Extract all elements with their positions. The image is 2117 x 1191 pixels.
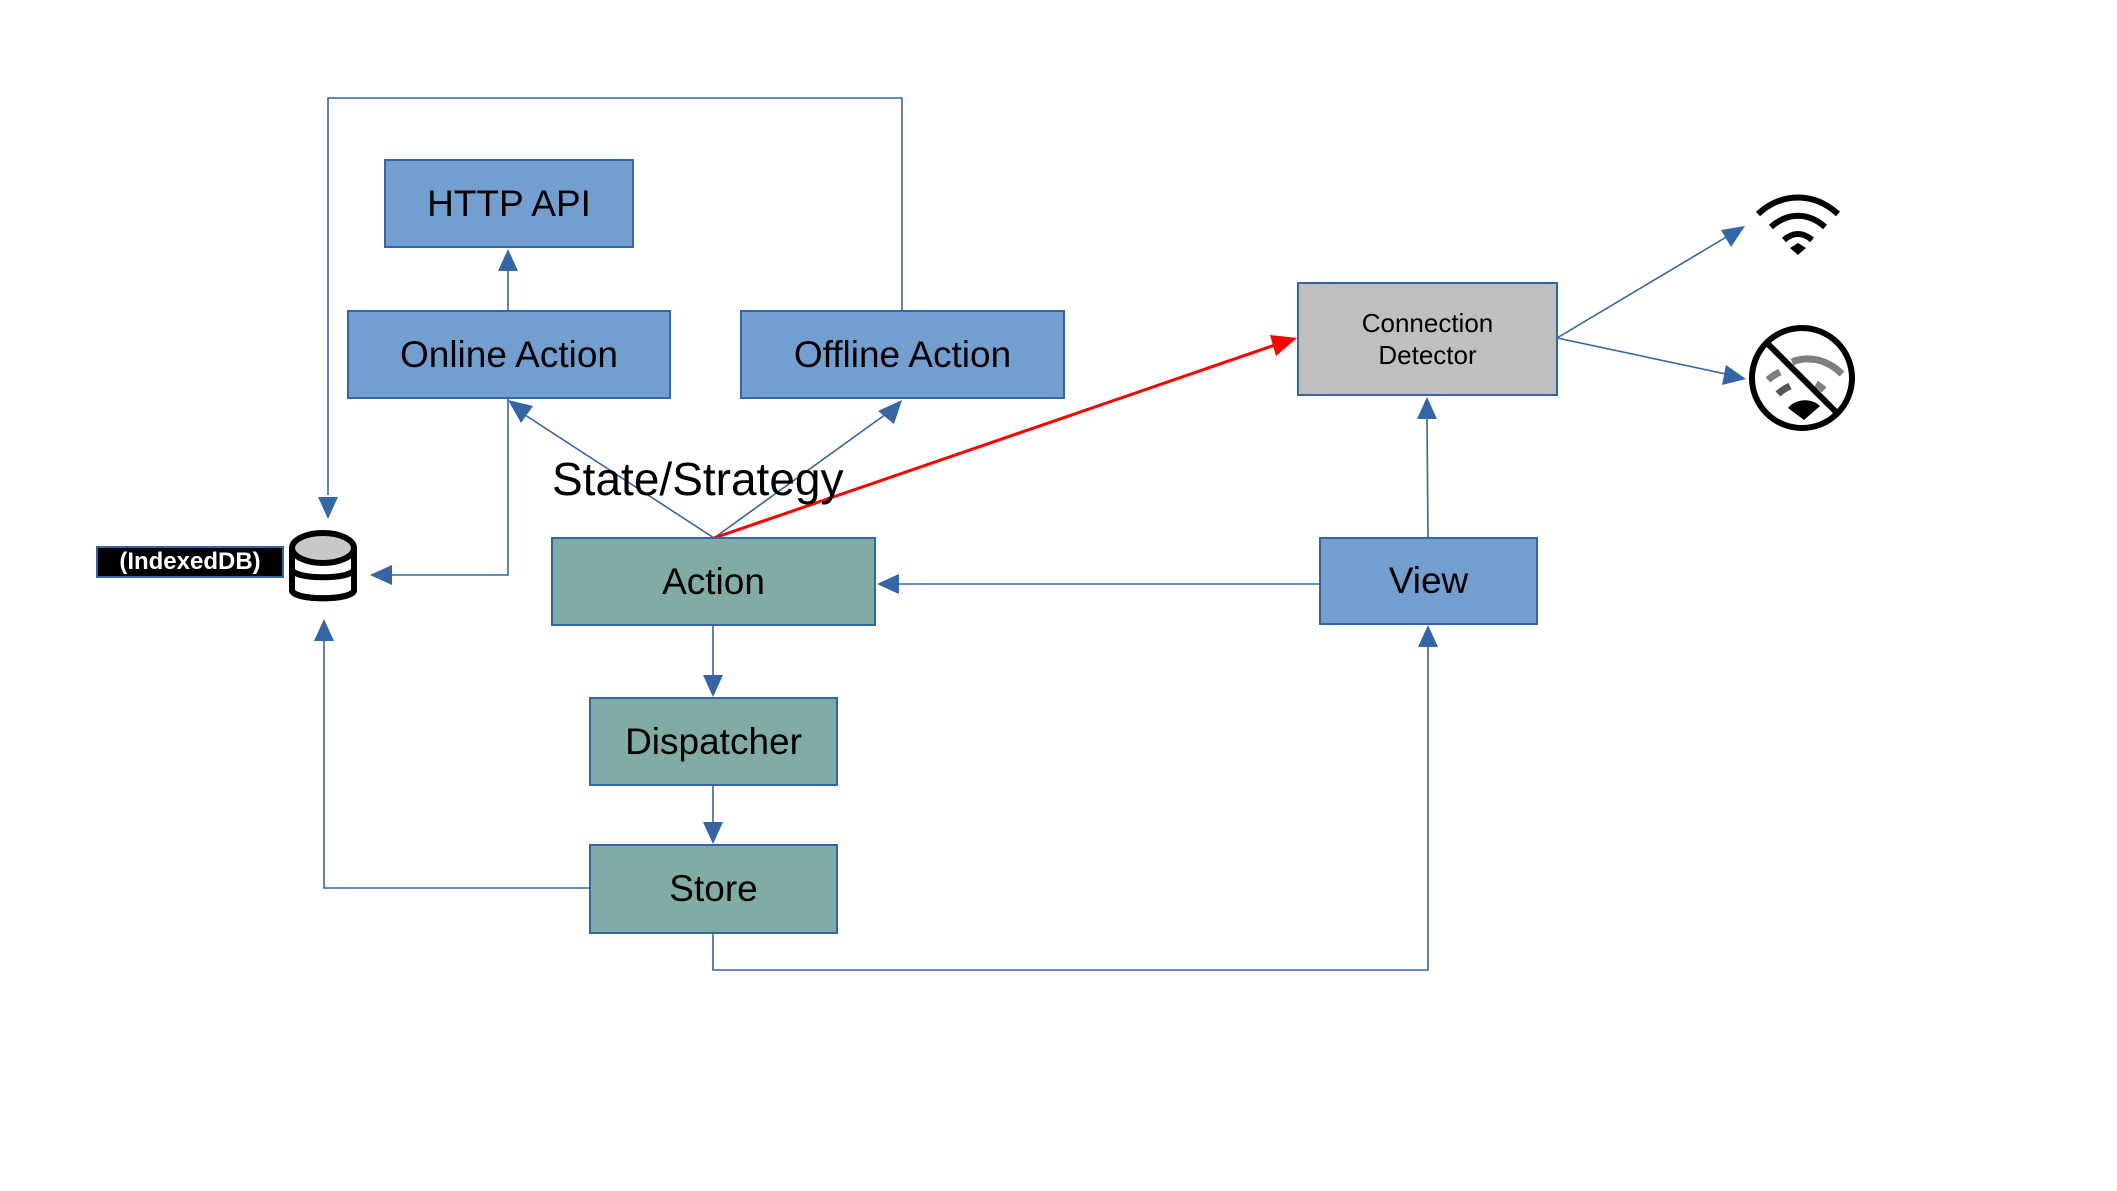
- arrowhead: [1418, 625, 1438, 647]
- edge-detector-to-offline: [1556, 337, 1727, 375]
- edge-offline-action-to-indexeddb: [327, 97, 903, 495]
- arrowhead: [877, 574, 899, 594]
- node-view-label: View: [1388, 560, 1469, 601]
- arrowhead: [508, 400, 533, 423]
- arrowhead: [370, 565, 392, 585]
- node-store-label: Store: [669, 868, 758, 909]
- node-offline-action[interactable]: Offline Action: [740, 310, 1065, 399]
- node-http-api[interactable]: HTTP API: [384, 159, 634, 248]
- node-view[interactable]: View: [1319, 537, 1538, 625]
- arrowhead: [1417, 397, 1437, 419]
- node-action[interactable]: Action: [551, 537, 876, 626]
- node-offline-action-label: Offline Action: [793, 333, 1012, 375]
- database-icon: [289, 530, 357, 602]
- indexeddb-label: (IndexedDB): [96, 546, 284, 578]
- edge-action-to-connection-detector: [713, 343, 1276, 540]
- node-online-action[interactable]: Online Action: [347, 310, 671, 399]
- node-action-label: Action: [662, 560, 765, 602]
- no-wifi-icon: [1749, 325, 1855, 431]
- edge-online-action-to-indexeddb: [391, 398, 509, 576]
- arrowhead: [314, 619, 334, 641]
- arrowhead-red: [1270, 335, 1297, 356]
- node-dispatcher-label: Dispatcher: [625, 720, 802, 762]
- arrowhead: [318, 497, 338, 519]
- arrowhead: [1721, 226, 1745, 247]
- edge-store-to-view: [712, 646, 1429, 971]
- node-online-action-label: Online Action: [399, 333, 619, 375]
- edge-action-to-online-action: [521, 412, 715, 539]
- arrowhead: [703, 822, 723, 844]
- arrowhead: [703, 675, 723, 697]
- edge-detector-to-online: [1556, 235, 1729, 339]
- edge-view-to-connection-detector: [1426, 417, 1429, 538]
- arrowhead: [1722, 365, 1746, 385]
- edge-action-to-offline-action: [713, 413, 887, 539]
- node-connection-detector-label-line2: Detector: [1378, 340, 1477, 370]
- node-connection-detector[interactable]: Connection Detector: [1297, 282, 1558, 396]
- state-strategy-label: State/Strategy: [552, 453, 844, 505]
- node-dispatcher[interactable]: Dispatcher: [589, 697, 838, 786]
- arrowhead: [878, 400, 902, 424]
- wifi-icon: [1755, 194, 1841, 255]
- node-connection-detector-label-line1: Connection: [1361, 308, 1494, 338]
- node-http-api-label: HTTP API: [427, 182, 591, 224]
- arrowhead: [498, 249, 518, 271]
- node-store[interactable]: Store: [589, 844, 838, 934]
- edge-store-to-indexeddb: [323, 640, 589, 889]
